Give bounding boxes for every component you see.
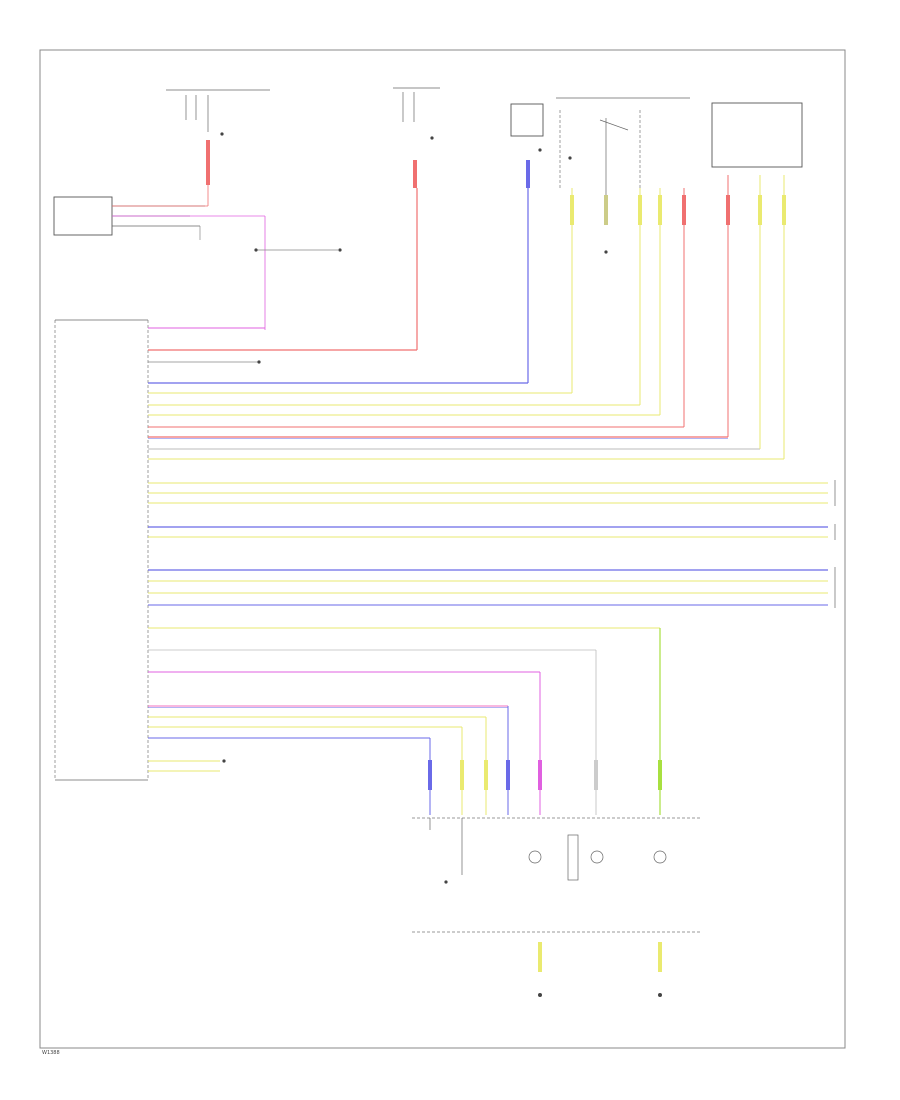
diagram-frame [39,49,846,1049]
splice-dot [338,248,342,252]
connector-pin [526,160,530,188]
ground-dot [430,136,434,140]
wire-harness [148,175,828,815]
connector-pins-top [570,195,786,254]
splice-branch [112,185,342,330]
ground-dot [568,156,572,160]
ground-dot [538,148,542,152]
connector-pin [413,160,417,188]
ground-dot [220,132,224,136]
switch-module [556,97,690,205]
diagram-code: W1388 [42,1050,60,1056]
right-module [711,102,803,168]
splice-dot [254,248,258,252]
bottom-connector [412,760,700,997]
main-control-module [54,319,149,781]
fuse-block-middle [393,87,440,188]
sensor-module [510,103,544,188]
fuse-block-left [166,89,270,185]
connector-pin [206,140,210,185]
